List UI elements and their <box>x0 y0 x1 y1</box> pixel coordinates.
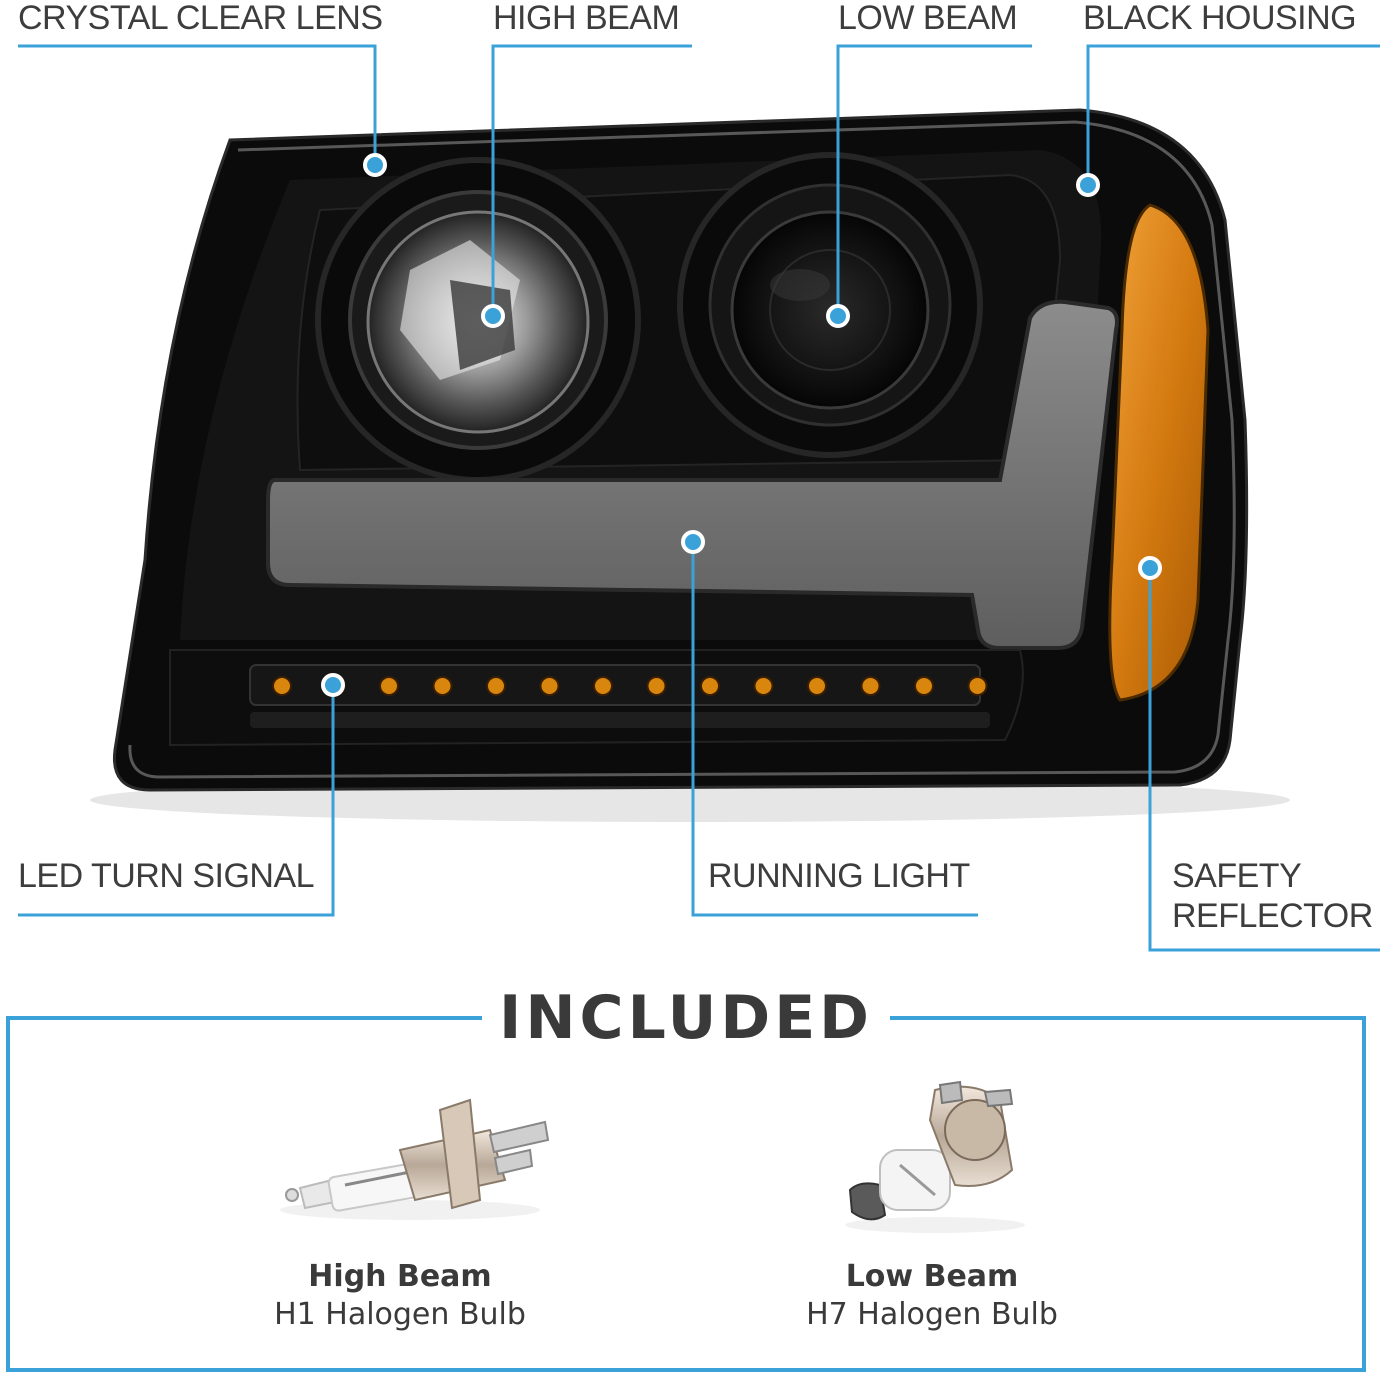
included-frame <box>6 1016 1366 1372</box>
label-safety-reflector: SAFETY REFLECTOR <box>1172 857 1373 935</box>
led-dot <box>914 676 934 696</box>
led-dot <box>432 676 453 696</box>
amber-side-reflector <box>1108 203 1210 702</box>
low-beam-projector <box>677 152 983 458</box>
bulb-desc: H7 Halogen Bulb <box>806 1297 1058 1332</box>
bulb-caption-high-beam: High Beam H1 Halogen Bulb <box>190 1258 610 1334</box>
led-dot <box>539 676 560 696</box>
callout-lines <box>18 44 1380 952</box>
led-dot <box>486 676 506 696</box>
label-crystal-clear-lens: CRYSTAL CLEAR LENS <box>18 0 383 37</box>
callout-dot-black-housing <box>1076 173 1100 197</box>
crystal-lens-edge <box>128 120 1236 779</box>
led-dot <box>593 676 613 696</box>
callout-dot-low-beam <box>826 304 850 328</box>
label-led-turn-signal: LED TURN SIGNAL <box>18 857 315 895</box>
led-turn-signal-strip <box>169 649 1024 747</box>
callout-dot-high-beam <box>481 304 505 328</box>
callout-dot-running-light <box>681 530 705 554</box>
callout-dot-crystal-clear-lens <box>363 153 387 177</box>
label-high-beam: HIGH BEAM <box>493 0 680 37</box>
headlight-assembly <box>90 108 1290 822</box>
led-dot <box>967 676 988 696</box>
bulb-desc: H1 Halogen Bulb <box>274 1297 526 1332</box>
led-dot <box>379 676 399 696</box>
label-low-beam: LOW BEAM <box>838 0 1018 37</box>
led-dot <box>860 676 881 696</box>
callout-dots <box>321 153 1162 697</box>
h1-bulb-image <box>280 1098 550 1220</box>
label-black-housing: BLACK HOUSING <box>1083 0 1357 37</box>
included-title: INCLUDED <box>486 980 886 1056</box>
h7-bulb-image <box>845 1080 1025 1233</box>
callout-dot-led-turn-signal <box>321 673 345 697</box>
led-dot <box>272 676 292 696</box>
label-running-light: RUNNING LIGHT <box>708 857 970 895</box>
running-light-bar <box>266 299 1119 650</box>
led-dot <box>700 676 720 696</box>
led-dot <box>753 676 774 696</box>
led-dot <box>646 676 667 696</box>
high-beam-reflector <box>315 157 641 483</box>
bulb-name: High Beam <box>308 1259 492 1294</box>
bulb-caption-low-beam: Low Beam H7 Halogen Bulb <box>722 1258 1142 1334</box>
callout-dot-safety-reflector <box>1138 556 1162 580</box>
bulb-name: Low Beam <box>845 1259 1019 1294</box>
led-dot <box>807 676 827 696</box>
